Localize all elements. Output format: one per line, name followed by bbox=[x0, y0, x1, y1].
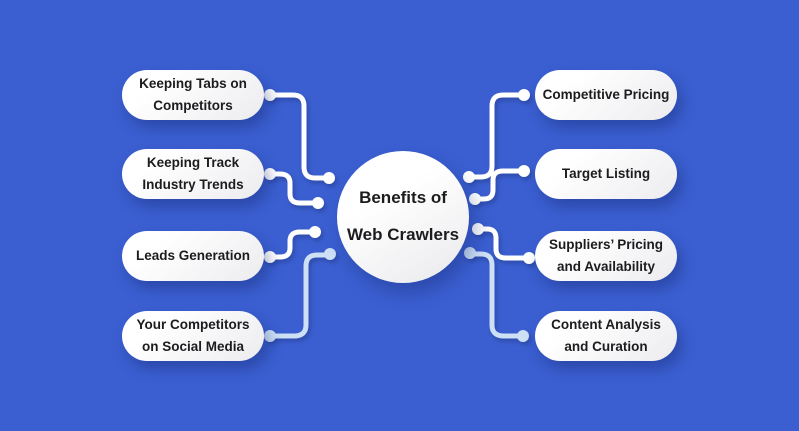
connector-dot bbox=[264, 251, 276, 263]
pill-leads-generation: Leads Generation bbox=[122, 231, 264, 281]
connector-dot bbox=[472, 223, 484, 235]
connector-dot bbox=[463, 171, 475, 183]
connector-dot bbox=[469, 193, 481, 205]
connector-dot bbox=[523, 252, 535, 264]
pill-label-line: Competitive Pricing bbox=[542, 87, 670, 103]
connector-line-top-left bbox=[267, 92, 329, 181]
connector-dot bbox=[464, 247, 476, 259]
pill-label-line: and Availability bbox=[556, 259, 656, 274]
pill-content-analysis-and-curation: Content Analysis and Curation bbox=[535, 311, 677, 361]
pill-label-line: and Curation bbox=[564, 339, 648, 354]
center-title-line: Benefits of bbox=[359, 188, 447, 208]
connector-dot bbox=[264, 168, 276, 180]
connector-dot bbox=[517, 330, 529, 342]
pill-label-line: Target Listing bbox=[561, 166, 651, 182]
pill-label-line: Your Competitors bbox=[136, 317, 250, 333]
pill-your-competitors-on-social-media: Your Competitors on Social Media bbox=[122, 311, 264, 361]
pill-label-line: Keeping Track bbox=[146, 155, 240, 171]
pill-keeping-tabs-on-competitors: Keeping Tabs on Competitors bbox=[122, 70, 264, 120]
pill-label-line: Content Analysis bbox=[551, 317, 661, 333]
connector-line-bottom-left bbox=[267, 252, 330, 339]
connector-line-mid-lower-right bbox=[478, 226, 532, 261]
connector-line-mid-upper-right bbox=[475, 168, 527, 202]
connector-dot bbox=[264, 89, 276, 101]
connector-dot bbox=[312, 197, 324, 209]
connector-dot bbox=[518, 165, 530, 177]
connector-dot bbox=[518, 89, 530, 101]
connector-line-mid-lower-left bbox=[267, 229, 315, 260]
pill-label-line: Leads Generation bbox=[135, 248, 251, 264]
pill-keeping-track-industry-trends: Keeping Track Industry Trends bbox=[122, 149, 264, 199]
pill-target-listing: Target Listing bbox=[535, 149, 677, 199]
pill-suppliers-pricing-and-availability: Suppliers’ Pricing and Availability bbox=[535, 231, 677, 281]
center-node-benefits-of-web-crawlers: Benefits of Web Crawlers bbox=[337, 151, 469, 283]
connector-dot bbox=[323, 172, 335, 184]
pill-label-line: Industry Trends bbox=[142, 177, 244, 192]
connector-dot bbox=[309, 226, 321, 238]
pill-label-line: Competitors bbox=[153, 98, 233, 113]
connector-line-bottom-right bbox=[470, 251, 526, 339]
connector-dot bbox=[324, 248, 336, 260]
connector-line-top-right bbox=[469, 92, 527, 180]
connector-dot bbox=[264, 330, 276, 342]
pill-label-line: on Social Media bbox=[141, 339, 245, 354]
pill-competitive-pricing: Competitive Pricing bbox=[535, 70, 677, 120]
pill-label-line: Suppliers’ Pricing bbox=[548, 237, 664, 253]
center-title-line: Web Crawlers bbox=[346, 225, 460, 244]
pill-label-line: Keeping Tabs on bbox=[139, 76, 247, 92]
connector-line-mid-upper-left bbox=[267, 171, 318, 206]
